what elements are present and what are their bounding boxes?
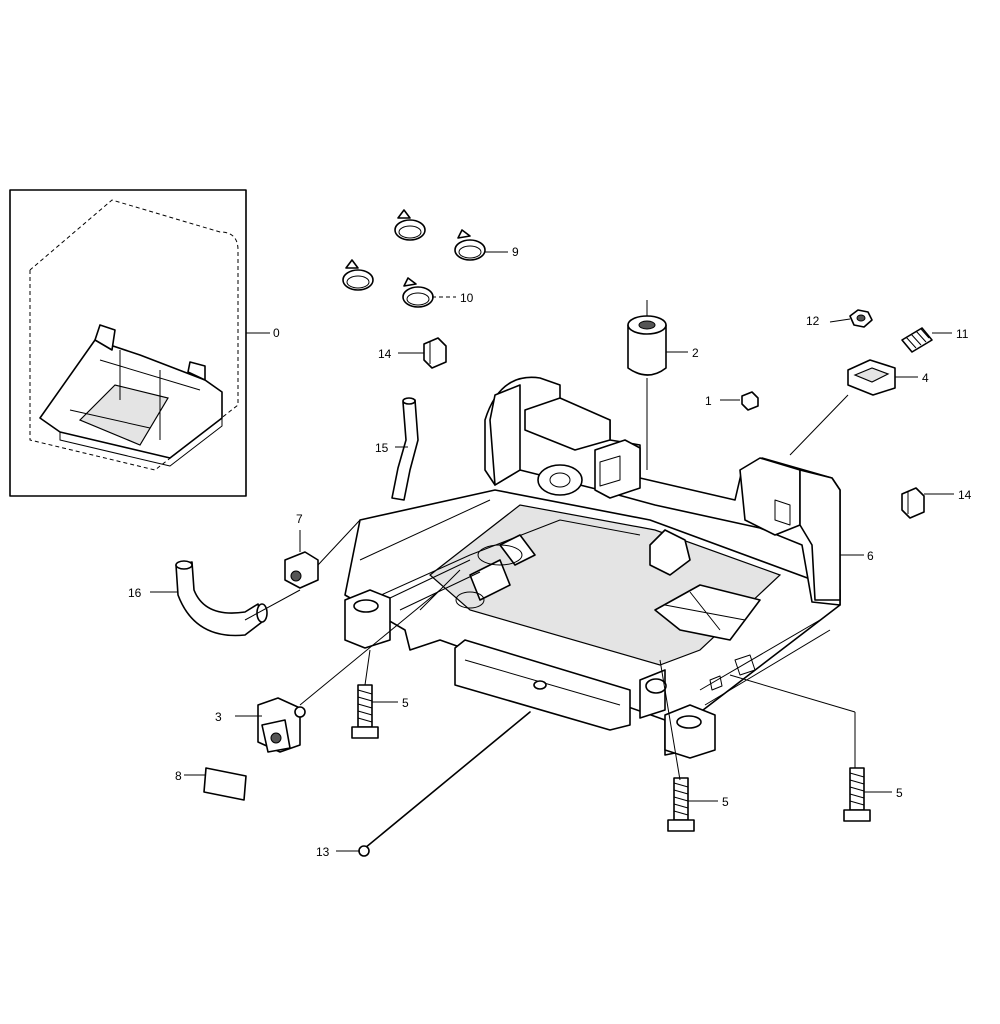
- part-8-plate: [203, 767, 247, 801]
- part-labels: 0 1 2 3 4 5 5 5 6 7 8 9 10 11 12 13 14 1…: [128, 245, 972, 859]
- label-part-5a: 5: [402, 696, 409, 710]
- label-part-12: 12: [806, 314, 820, 328]
- label-part-7: 7: [296, 512, 303, 526]
- label-part-14a: 14: [378, 347, 392, 361]
- leader-lines: [150, 251, 954, 852]
- label-part-3: 3: [215, 710, 222, 724]
- label-part-16: 16: [128, 586, 142, 600]
- label-part-6: 6: [867, 549, 874, 563]
- label-part-4: 4: [922, 371, 929, 385]
- part-10-clamps: [342, 259, 434, 308]
- part-16-hose: [175, 560, 268, 637]
- inset-assembly-box: [9, 189, 247, 497]
- part-5-screw-a: [351, 684, 379, 739]
- label-part-0: 0: [273, 326, 280, 340]
- label-part-2: 2: [692, 346, 699, 360]
- label-part-8: 8: [175, 769, 182, 783]
- part-7-connector: [284, 551, 319, 589]
- label-part-5b: 5: [722, 795, 729, 809]
- label-part-5c: 5: [896, 786, 903, 800]
- part-1-small-plug: [741, 391, 759, 411]
- part-5-screw-b: [667, 777, 695, 832]
- part-4-bracket: [847, 359, 896, 396]
- label-part-1: 1: [705, 394, 712, 408]
- part-14-clip-b: [901, 487, 925, 519]
- label-part-9: 9: [512, 245, 519, 259]
- part-12-nut: [849, 309, 873, 328]
- part-2-cylinder: [627, 300, 667, 470]
- label-part-14b: 14: [958, 488, 972, 502]
- part-11-spring: [901, 327, 933, 353]
- part-13-rod: [358, 711, 531, 857]
- part-9-clamps: [394, 209, 486, 261]
- part-14-clip-a: [423, 337, 447, 369]
- part-3-valve: [257, 697, 306, 753]
- label-part-13: 13: [316, 845, 330, 859]
- base-frame-part-6: [344, 376, 841, 759]
- part-5-screw-c: [843, 767, 871, 822]
- label-part-10: 10: [460, 291, 474, 305]
- label-part-15: 15: [375, 441, 389, 455]
- label-part-11: 11: [956, 327, 969, 341]
- part-15-hose: [391, 397, 419, 501]
